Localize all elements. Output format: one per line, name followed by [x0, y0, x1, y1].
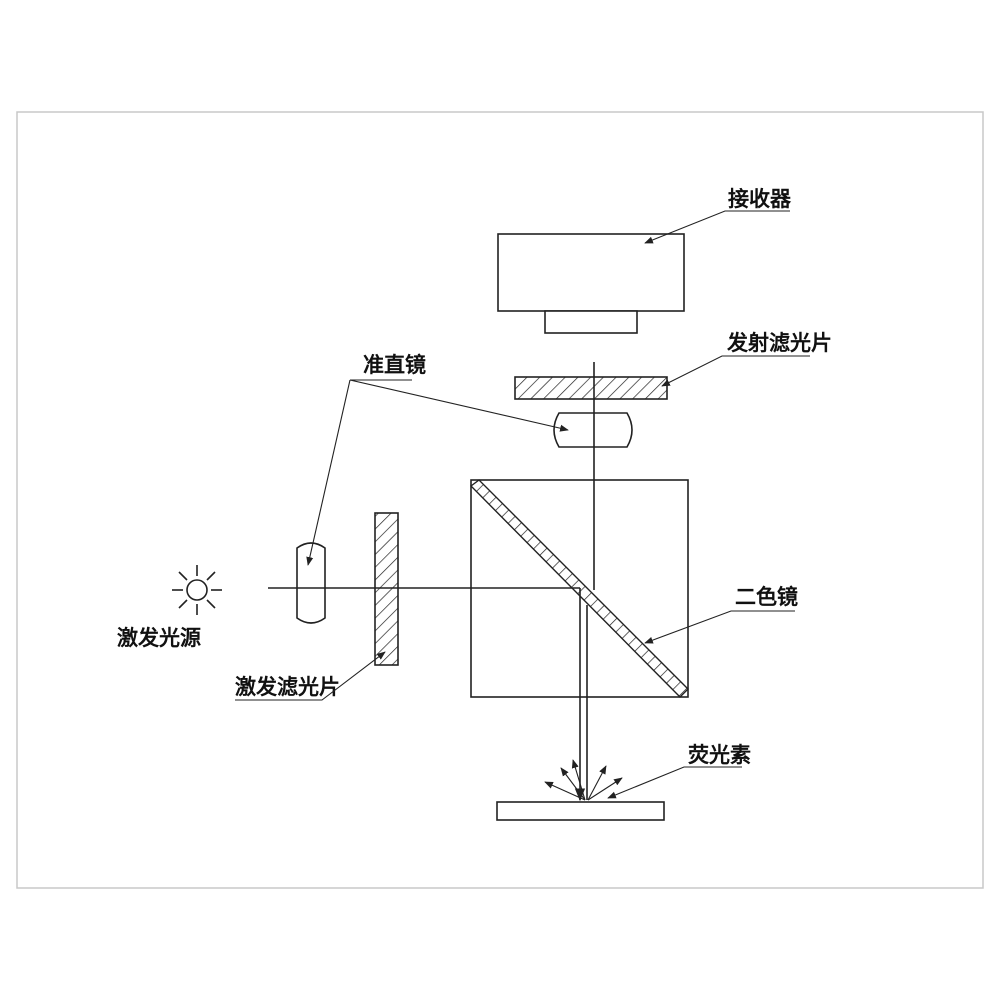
fluorescence-ray-4	[587, 765, 607, 801]
collimator-lens-top	[553, 412, 633, 448]
ray-2	[206, 599, 216, 609]
receiver-leader	[644, 210, 790, 244]
collimator-lens-left	[296, 542, 326, 624]
fluorophore-slide	[496, 801, 665, 821]
receiver-window	[544, 310, 638, 334]
fluorescence-ray-3	[571, 759, 586, 801]
fluorescence-ray-5	[587, 777, 623, 801]
receiver-body	[497, 233, 685, 312]
dichroic-mirror-label: 二色镜	[735, 585, 798, 609]
excitation-source-label: 激发光源	[117, 626, 201, 650]
ray-8	[206, 571, 216, 581]
ray-4	[178, 599, 188, 609]
fluorophore-leader	[607, 766, 742, 799]
collimator-label: 准直镜	[363, 353, 426, 377]
collimator-leader-to-left-lens	[306, 379, 351, 566]
ray-6	[178, 571, 188, 581]
emission-filter	[514, 376, 668, 400]
fluorophore-label: 荧光素	[688, 743, 751, 767]
excitation-filter	[374, 512, 399, 666]
fluorescence-rays	[544, 759, 623, 801]
excitation-filter-leader	[235, 651, 386, 701]
excitation-filter-label: 激发滤光片	[235, 675, 340, 699]
receiver-label: 接收器	[728, 187, 792, 211]
outer-frame	[16, 111, 984, 889]
fluorescence-ray-2	[560, 767, 586, 801]
dichroic-mirror-leader	[644, 610, 795, 644]
excitation-source-icon	[172, 565, 222, 615]
collimator-leader-to-top-lens	[349, 379, 569, 432]
light-source-core	[186, 579, 208, 601]
fluorescence-ray-1	[544, 781, 586, 801]
emission-filter-label: 发射滤光片	[726, 331, 832, 355]
emission-filter-leader	[661, 355, 810, 387]
receiver	[497, 233, 685, 334]
